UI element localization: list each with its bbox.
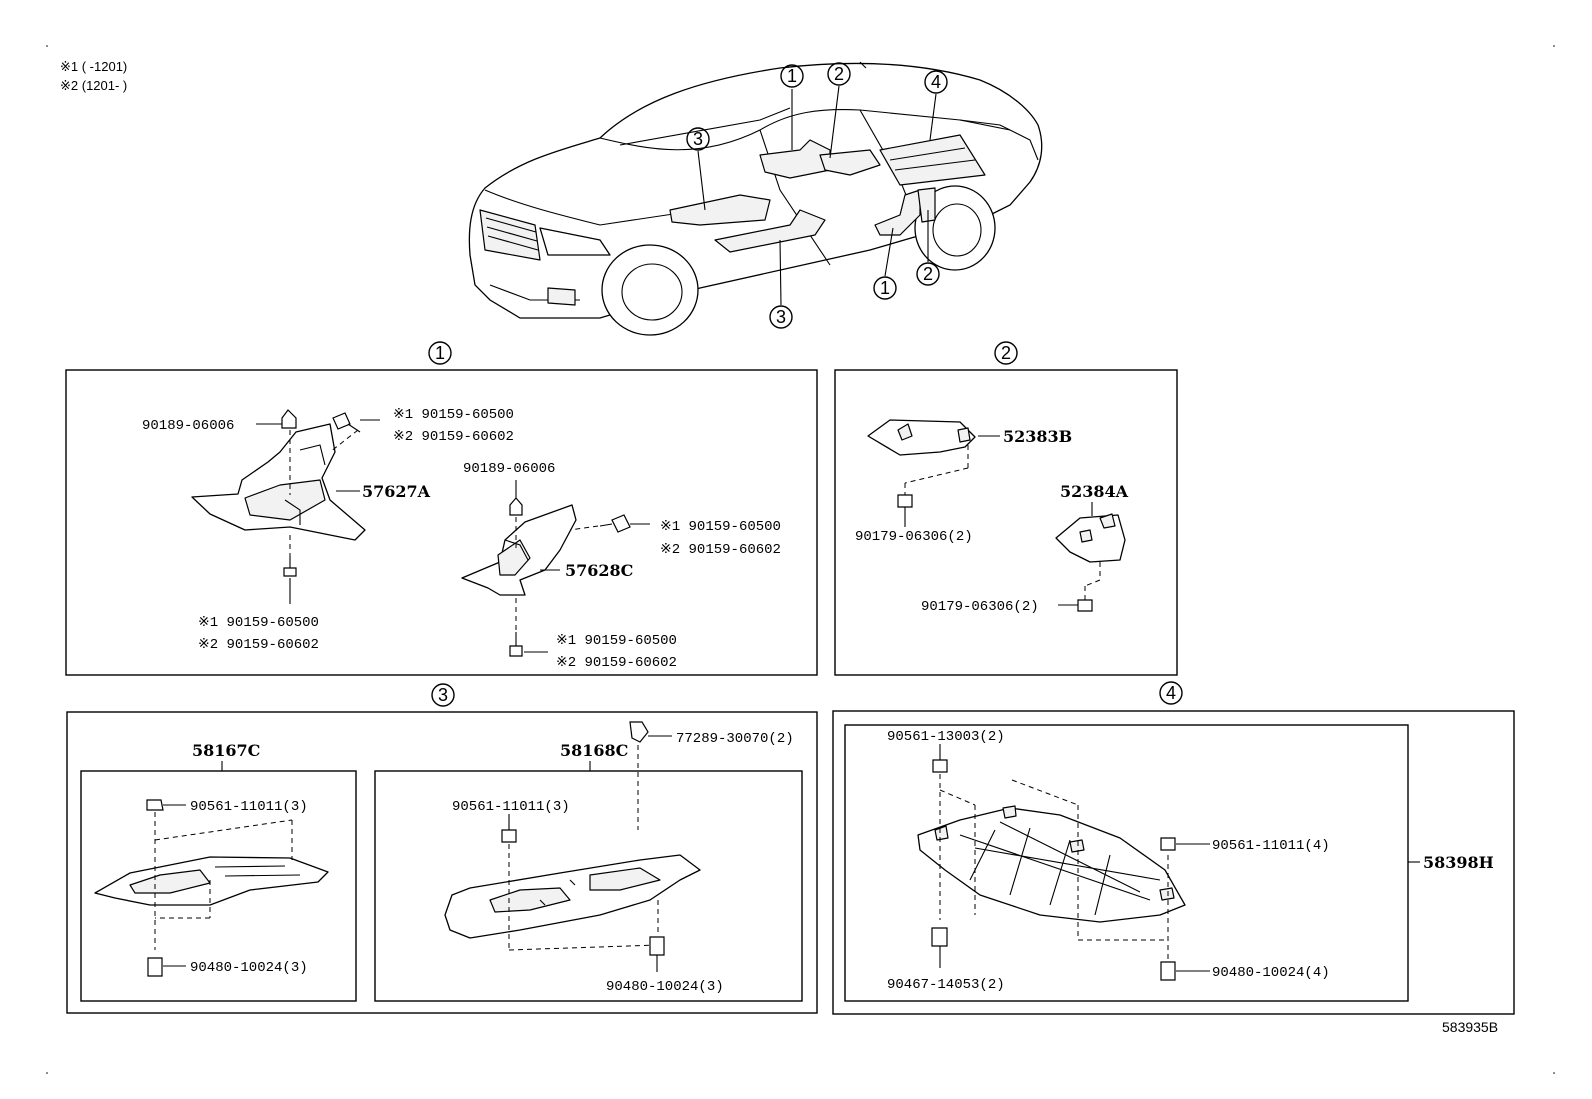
panel-1-frame — [65, 369, 818, 676]
part-58167C-drawing — [94, 856, 329, 906]
bolt-mid-right — [599, 514, 631, 533]
label-58167C: 58167C — [192, 741, 260, 760]
label-botl-note1: ※1 90159-60500 — [198, 615, 319, 631]
car-part-2-front — [819, 149, 881, 176]
label-58398H: 58398H — [1423, 853, 1494, 872]
note-2: ※2 (1201- ) — [60, 78, 127, 93]
car-callout-4: 4 — [931, 72, 941, 92]
car-callout-3-top: 3 — [693, 129, 703, 149]
label-mid-note1: ※1 90159-60500 — [660, 519, 781, 535]
diagram-id: 583935B — [1442, 1019, 1498, 1035]
bolt-bottom-right — [509, 632, 523, 657]
part-52384A-drawing — [1055, 513, 1126, 563]
panel-3-index-circle — [431, 683, 455, 707]
panel-2-frame — [834, 369, 1178, 676]
fastener-90561-11011-4 — [1160, 837, 1176, 851]
panel-4-subframe — [844, 724, 1409, 1002]
label-botr-note2: ※2 90159-60602 — [556, 655, 677, 671]
label-90467-14053: 90467-14053(2) — [887, 977, 1005, 993]
label-52383B: 52383B — [1003, 427, 1072, 446]
panel-1-index-circle — [428, 341, 452, 365]
part-58398H-drawing — [917, 805, 1186, 923]
label-57628C: 57628C — [565, 561, 633, 580]
car-illustration — [468, 61, 1043, 336]
label-90561-11011-l: 90561-11011(3) — [190, 799, 308, 815]
label-botl-note2: ※2 90159-60602 — [198, 637, 319, 653]
panel-3-left-subframe — [80, 770, 357, 1002]
label-77289-30070: 77289-30070(2) — [676, 731, 794, 747]
fastener-90480-10024-l — [147, 957, 163, 977]
note-1: ※1 ( -1201) — [60, 59, 127, 74]
fastener-90561-13003 — [932, 759, 948, 773]
fastener-90480-10024-r — [649, 936, 665, 956]
label-90179-06306-b: 90179-06306(2) — [921, 599, 1039, 615]
label-90561-11011-r: 90561-11011(3) — [452, 799, 570, 815]
car-callout-3-bottom: 3 — [776, 307, 786, 327]
panel-3-index: 3 — [438, 685, 448, 705]
label-52384A: 52384A — [1060, 482, 1129, 501]
car-part-3a — [669, 194, 771, 226]
bolt-bottom-left — [283, 556, 297, 577]
clip-77289-30070 — [629, 721, 649, 743]
label-top-note1: ※1 90159-60500 — [393, 407, 514, 423]
label-90561-11011-4: 90561-11011(4) — [1212, 838, 1330, 854]
fastener-90189-06006-b — [509, 497, 523, 516]
panel-4-index-circle — [1159, 681, 1183, 705]
label-90179-06306-a: 90179-06306(2) — [855, 529, 973, 545]
car-callout-1-bottom: 1 — [880, 278, 890, 298]
label-90480-10024-4: 90480-10024(4) — [1212, 965, 1330, 981]
panel-2-index-circle — [994, 341, 1018, 365]
fastener-90179-06306-a — [897, 494, 913, 508]
fastener-90189-06006-a — [281, 409, 297, 429]
fastener-90561-11011-l — [146, 799, 164, 811]
label-58168C: 58168C — [560, 741, 628, 760]
bolt-top-left — [332, 412, 361, 433]
car-callout-2-bottom: 2 — [923, 264, 933, 284]
fastener-90179-06306-b — [1077, 599, 1093, 612]
panel-4-index: 4 — [1166, 683, 1176, 703]
label-90480-10024-r: 90480-10024(3) — [606, 979, 724, 995]
label-90480-10024-l: 90480-10024(3) — [190, 960, 308, 976]
car-callouts: 1 2 4 3 3 1 2 — [686, 62, 948, 329]
panel-2-index: 2 — [1001, 343, 1011, 363]
car-callout-1-top: 1 — [787, 66, 797, 86]
label-90189-06006-b: 90189-06006 — [463, 461, 555, 477]
car-part-2-rear — [917, 187, 936, 223]
car-part-3b — [714, 209, 826, 253]
fastener-90561-11011-r — [501, 829, 517, 843]
corner-marks — [46, 45, 1555, 1074]
fastener-90467-14053 — [931, 927, 948, 947]
label-top-note2: ※2 90159-60602 — [393, 429, 514, 445]
label-90189-06006-a: 90189-06006 — [142, 418, 234, 434]
label-90561-13003: 90561-13003(2) — [887, 729, 1005, 745]
car-part-4 — [879, 134, 986, 186]
part-57627A-drawing — [191, 423, 366, 541]
panel-3-right-subframe — [374, 770, 803, 1002]
car-callout-2-top: 2 — [834, 64, 844, 84]
label-mid-note2: ※2 90159-60602 — [660, 542, 781, 558]
panel-4-frame — [832, 710, 1515, 1015]
part-52383B-drawing — [867, 419, 976, 456]
label-57627A: 57627A — [362, 482, 431, 501]
fastener-90480-10024-4 — [1160, 961, 1176, 981]
panel-1-index: 1 — [435, 343, 445, 363]
label-botr-note1: ※1 90159-60500 — [556, 633, 677, 649]
part-57628C-drawing — [461, 504, 577, 596]
part-58168C-drawing — [444, 854, 701, 939]
panel-3-frame — [66, 711, 818, 1014]
